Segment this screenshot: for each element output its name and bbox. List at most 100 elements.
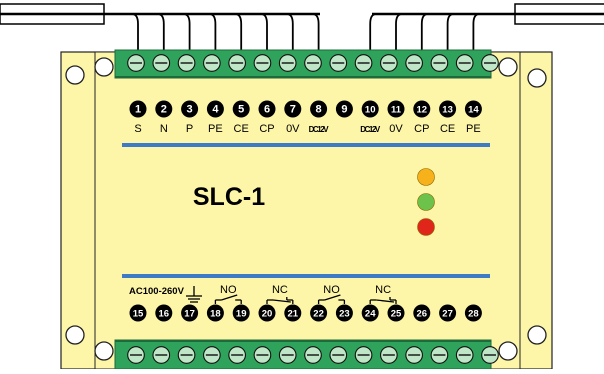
terminal-screw	[481, 54, 499, 72]
terminal-number-badge: 24	[361, 304, 379, 322]
terminal-number: 7	[290, 104, 296, 116]
terminal-number-badge: 13	[439, 100, 457, 118]
terminal-screw	[203, 346, 221, 364]
terminal-number-badge: 27	[439, 304, 457, 322]
terminal-screw	[380, 346, 398, 364]
terminal-number: 25	[391, 309, 402, 320]
wire	[312, 13, 320, 62]
terminal-label: CE	[234, 123, 249, 135]
green-led	[417, 193, 435, 211]
relay-contact: NO	[317, 284, 346, 304]
terminal-number: 20	[262, 309, 273, 320]
terminal-screw	[228, 54, 246, 72]
wire	[260, 13, 268, 62]
contact-type-label: NO	[323, 284, 340, 296]
wire	[286, 13, 294, 62]
terminal-number-badge: 14	[464, 100, 482, 118]
mounting-hole-bottom-right	[498, 325, 547, 361]
terminal-number: 2	[161, 104, 167, 116]
terminal-label: N	[160, 123, 168, 135]
mounting-hole-top-left	[65, 57, 114, 85]
terminal-number: 28	[468, 309, 479, 320]
top-terminal-strip	[114, 49, 499, 79]
bottom-terminal-strip	[114, 339, 499, 370]
terminal-number: 15	[133, 309, 144, 320]
terminal-label: DC12V	[360, 125, 381, 134]
module-body	[94, 51, 521, 370]
mounting-hole-top-right	[498, 57, 547, 88]
terminal-screw	[329, 346, 348, 364]
relay-contact: NO	[214, 284, 242, 304]
mounting-hole-bottom-left	[65, 325, 114, 361]
terminal-label: CP	[414, 123, 429, 135]
model-name: SLC-1	[193, 183, 265, 211]
terminal-screw	[481, 346, 499, 364]
terminal-number: 8	[316, 104, 322, 116]
terminal-number-badge: 26	[413, 304, 431, 322]
terminal-screw	[152, 54, 171, 72]
terminal-number-badge: 5	[232, 100, 250, 118]
terminal-number: 12	[417, 105, 428, 116]
terminal-number-badge: 17	[181, 304, 199, 322]
terminal-screw	[253, 346, 272, 364]
terminal-number: 19	[236, 309, 247, 320]
terminal-number: 23	[339, 309, 350, 320]
terminal-number-badge: 20	[258, 304, 276, 322]
contact-type-label: NO	[220, 284, 237, 296]
wires	[131, 13, 480, 62]
terminal-screw	[152, 346, 171, 364]
wire	[235, 13, 243, 62]
terminal-label: P	[186, 123, 193, 135]
relay-contact: NC	[369, 284, 397, 304]
terminal-number: 26	[417, 309, 428, 320]
terminal-number-badge: 22	[310, 304, 328, 322]
terminal-screw	[127, 54, 145, 72]
terminal-screw	[455, 54, 474, 72]
wire	[420, 13, 428, 62]
wire	[395, 13, 403, 62]
wire	[446, 13, 454, 62]
terminal-number-badge: 15	[129, 304, 147, 322]
terminal-number: 17	[184, 309, 195, 320]
terminal-number-badge: 25	[387, 304, 405, 322]
cable-right	[372, 3, 604, 25]
terminal-number-badge: 16	[155, 304, 173, 322]
wire	[131, 13, 139, 62]
wire	[369, 13, 377, 62]
terminal-number-badge: 1	[129, 100, 147, 118]
terminal-number-badge: 19	[232, 304, 250, 322]
terminal-number-badge: 2	[155, 100, 173, 118]
terminal-number: 3	[187, 104, 193, 116]
terminal-number-badge: 7	[284, 100, 302, 118]
terminal-number-badge: 10	[361, 100, 379, 118]
terminal-screw	[177, 346, 196, 364]
yellow-led	[417, 168, 435, 186]
wire	[183, 13, 191, 62]
terminal-screw	[278, 346, 297, 364]
terminal-screw	[253, 54, 272, 72]
terminal-number-badge: 9	[335, 100, 353, 118]
terminal-label: DC12V	[309, 125, 330, 134]
terminal-label: CE	[440, 123, 455, 135]
terminal-number: 5	[238, 104, 244, 116]
terminal-number: 24	[365, 309, 376, 320]
relay-contact: NC	[266, 284, 294, 304]
terminal-screw	[329, 54, 348, 72]
wire	[157, 13, 165, 62]
terminal-number-badge: 11	[387, 100, 405, 118]
terminal-screw	[405, 346, 423, 364]
ground-symbol	[186, 286, 202, 303]
terminal-number: 14	[468, 105, 479, 116]
terminal-number-badge: 23	[335, 304, 353, 322]
terminal-label: CP	[259, 123, 274, 135]
terminal-number: 21	[288, 309, 299, 320]
terminal-screw	[455, 346, 474, 364]
status-leds	[417, 168, 435, 236]
terminal-number: 1	[135, 104, 141, 116]
wire	[209, 13, 217, 62]
supply-voltage-label: AC100-260V	[129, 286, 185, 297]
